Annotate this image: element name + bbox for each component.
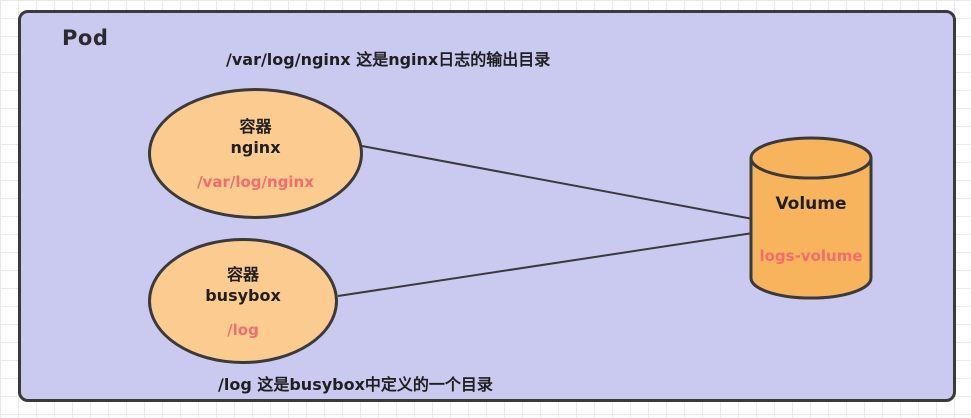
container-type-label: 容器 [239, 117, 272, 136]
cylinder-body [749, 158, 873, 300]
container-name: nginx [230, 138, 281, 157]
container-name: busybox [205, 285, 281, 305]
container-mount-path: /var/log/nginx [197, 173, 314, 191]
volume-name: logs-volume [759, 247, 863, 265]
caption-busybox-log-dir: /log 这是busybox中定义的一个目录 [218, 375, 493, 394]
caption-nginx-log-dir: /var/log/nginx 这是nginx日志的输出目录 [226, 50, 551, 69]
cylinder-top [749, 136, 873, 180]
container-node-busybox: 容器 busybox /log [148, 238, 338, 364]
container-node-nginx: 容器 nginx /var/log/nginx [148, 88, 363, 219]
container-type-label: 容器 [226, 264, 259, 284]
container-mount-path: /log [227, 320, 259, 339]
pod-title: Pod [62, 26, 109, 50]
volume-label: Volume [775, 194, 847, 214]
volume-cylinder-icon [749, 136, 873, 300]
